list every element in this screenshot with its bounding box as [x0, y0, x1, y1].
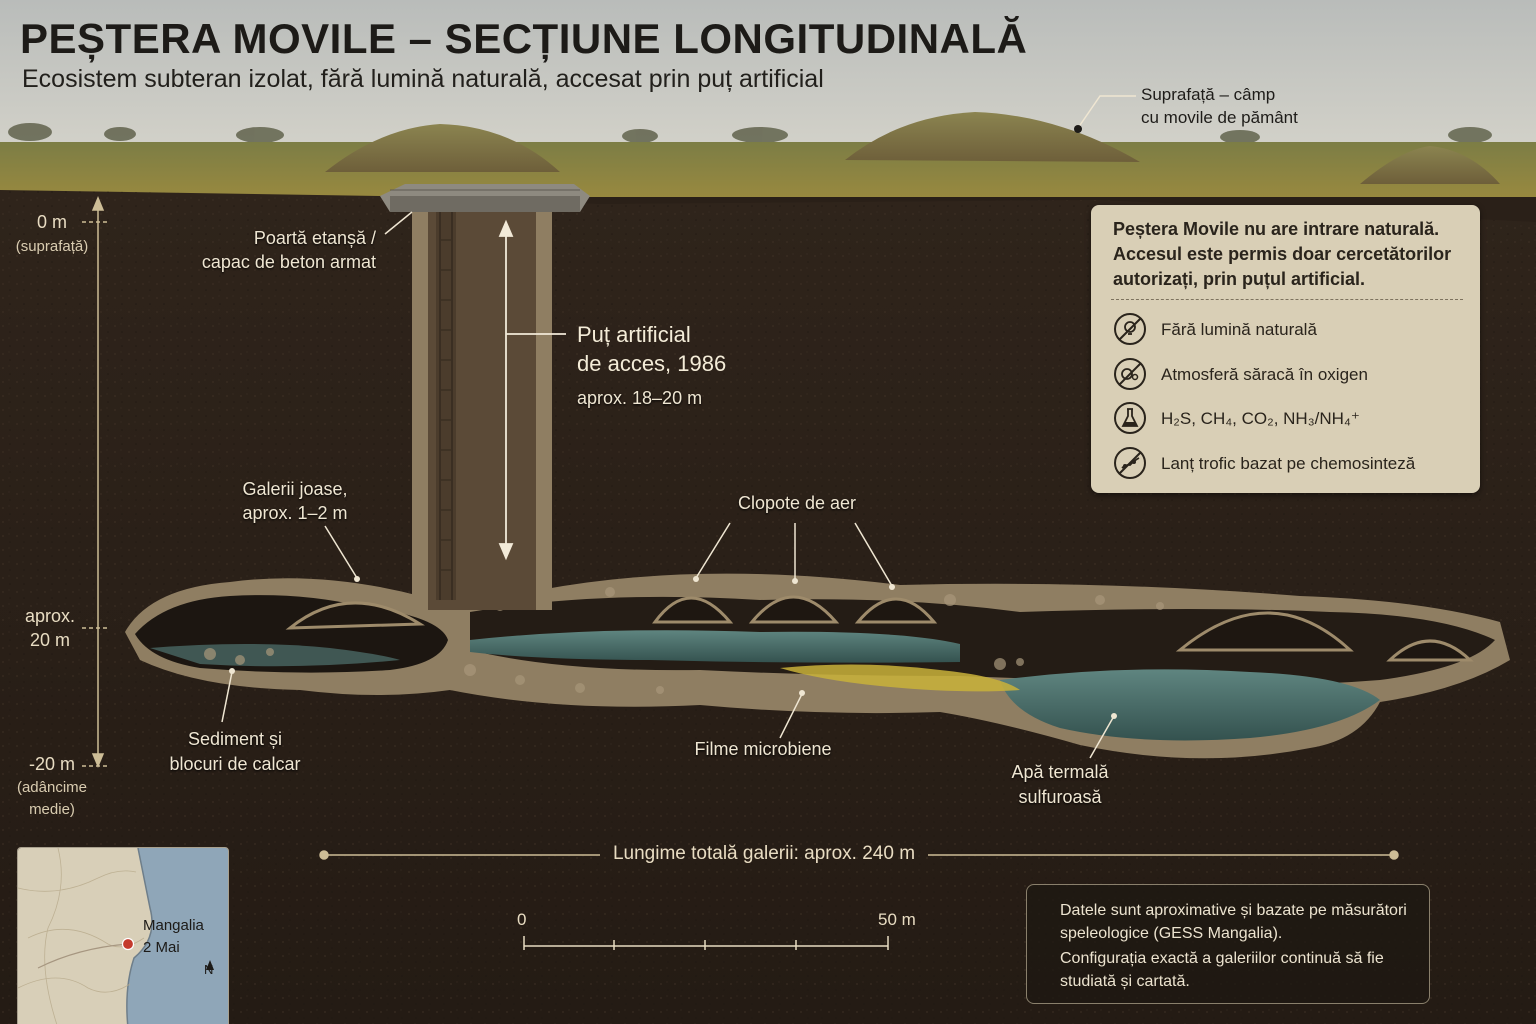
depth-bottom: -20 m	[28, 754, 75, 774]
water-label-1: Apă termală	[1011, 762, 1109, 782]
depth-top-note: (suprafață)	[15, 238, 89, 255]
info-panel: Peștera Movile nu are intrare naturală. …	[1091, 205, 1480, 493]
info-item: Lanț trofic bazat pe chemosinteză	[1113, 446, 1473, 482]
galleries-label-1: Galerii joase,	[242, 479, 348, 499]
map-place-2: 2 Mai	[143, 939, 180, 956]
map-place-1: Mangalia	[143, 917, 204, 934]
page-subtitle: Ecosistem subteran izolat, fără lumină n…	[22, 65, 824, 93]
locator-map: Mangalia 2 Mai N	[17, 847, 229, 1024]
shaft-label-1: Puț artificial	[577, 322, 691, 347]
page-title: PEȘTERA MOVILE – SECȚIUNE LONGITUDINALĂ	[20, 15, 1028, 62]
info-item-text: H₂S, CH₄, CO₂, NH₃/NH₄⁺	[1161, 409, 1360, 428]
info-item-text: Fără lumină naturală	[1161, 320, 1317, 339]
scale-end-label: 50 m	[878, 910, 916, 929]
sediment-label-2: blocuri de calcar	[169, 754, 301, 774]
sediment-label-1: Sediment și	[187, 729, 283, 749]
depth-mid-2: 20 m	[29, 630, 71, 650]
scale-start-label: 0	[517, 910, 527, 929]
info-item: H₂S, CH₄, CO₂, NH₃/NH₄⁺	[1113, 401, 1473, 437]
hatch-label-1: Poartă etanșă /	[253, 228, 376, 248]
info-item: Fără lumină naturală	[1113, 312, 1473, 348]
info-heading: Peștera Movile nu are intrare naturală. …	[1113, 219, 1452, 290]
galleries-label-2: aprox. 1–2 m	[242, 503, 348, 523]
depth-top: 0 m	[36, 212, 67, 232]
depth-bottom-note-1: (adâncime	[16, 779, 88, 796]
disclaimer-note: Datele sunt aproximative și bazate pe mă…	[1026, 884, 1430, 1004]
map-illustration	[18, 848, 228, 1024]
water-label-2: sulfuroasă	[1018, 787, 1102, 807]
low-oxygen-icon	[1114, 358, 1146, 390]
total-length-label: Lungime totală galerii: aprox. 240 m	[612, 843, 916, 864]
surface-label-2: cu movile de pământ	[1141, 108, 1298, 127]
hatch-label-2: capac de beton armat	[201, 252, 376, 272]
info-item: Atmosferă săracă în oxigen	[1113, 357, 1473, 393]
note-paragraph-1: Datele sunt aproximative și bazate pe mă…	[1060, 902, 1407, 943]
info-item-text: Lanț trofic bazat pe chemosinteză	[1161, 454, 1416, 473]
flask-icon	[1114, 402, 1146, 434]
info-item-text: Atmosferă săracă în oxigen	[1161, 365, 1368, 384]
food-chain-icon	[1114, 447, 1146, 479]
note-paragraph-2: Configurația exactă a galeriilor continu…	[1060, 950, 1384, 991]
microbial-label: Filme microbiene	[694, 739, 832, 759]
no-light-icon	[1114, 313, 1146, 345]
depth-mid-1: aprox.	[24, 606, 76, 626]
air-bells-label: Clopote de aer	[737, 493, 857, 513]
shaft-label-2: de acces, 1986	[577, 351, 727, 376]
depth-bottom-note-2: medie)	[29, 801, 75, 818]
info-divider	[1111, 299, 1463, 300]
surface-label-1: Suprafață – câmp	[1141, 85, 1276, 104]
shaft-depth-label: aprox. 18–20 m	[577, 388, 703, 408]
north-arrow-label: N	[204, 962, 214, 977]
